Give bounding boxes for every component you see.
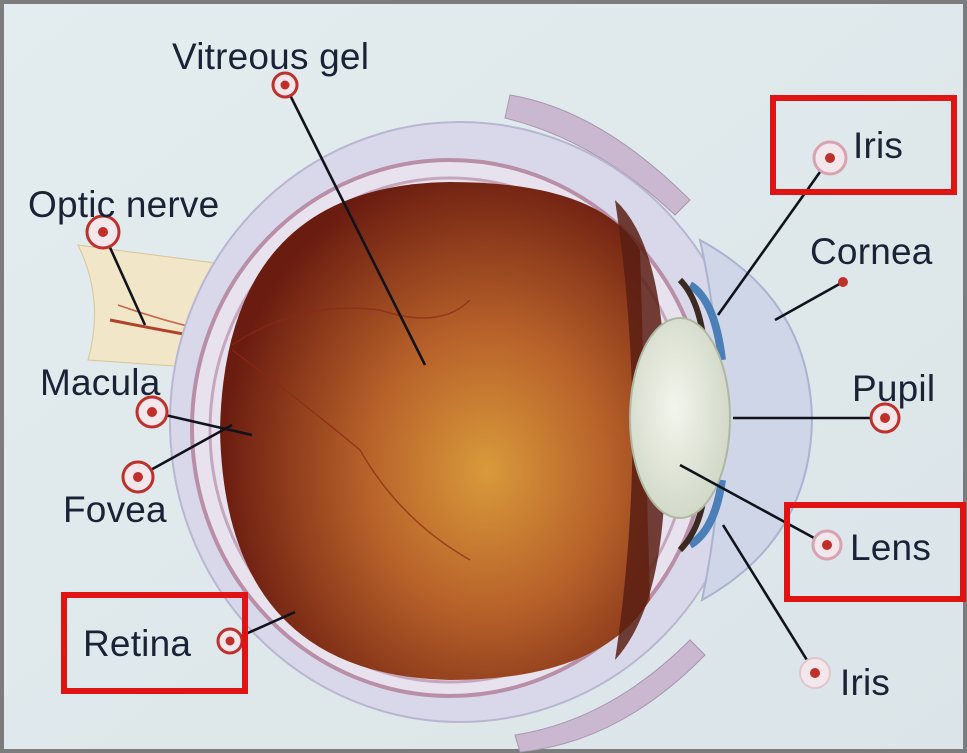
marker-fovea-icon	[123, 462, 153, 492]
highlight-box-retina	[61, 592, 248, 694]
lens-shape	[630, 318, 730, 518]
marker-cornea-icon	[838, 277, 848, 287]
label-iris-bottom: Iris	[840, 664, 890, 701]
label-cornea: Cornea	[810, 233, 933, 270]
highlight-box-lens	[784, 502, 966, 602]
label-vitreous-gel: Vitreous gel	[172, 38, 369, 75]
marker-iris-bottom-icon	[800, 658, 830, 688]
label-pupil: Pupil	[852, 370, 935, 407]
vitreous-body	[220, 182, 650, 680]
label-optic-nerve: Optic nerve	[28, 186, 219, 223]
label-macula: Macula	[40, 364, 160, 401]
highlight-box-iris	[770, 95, 957, 195]
label-fovea: Fovea	[63, 491, 167, 528]
